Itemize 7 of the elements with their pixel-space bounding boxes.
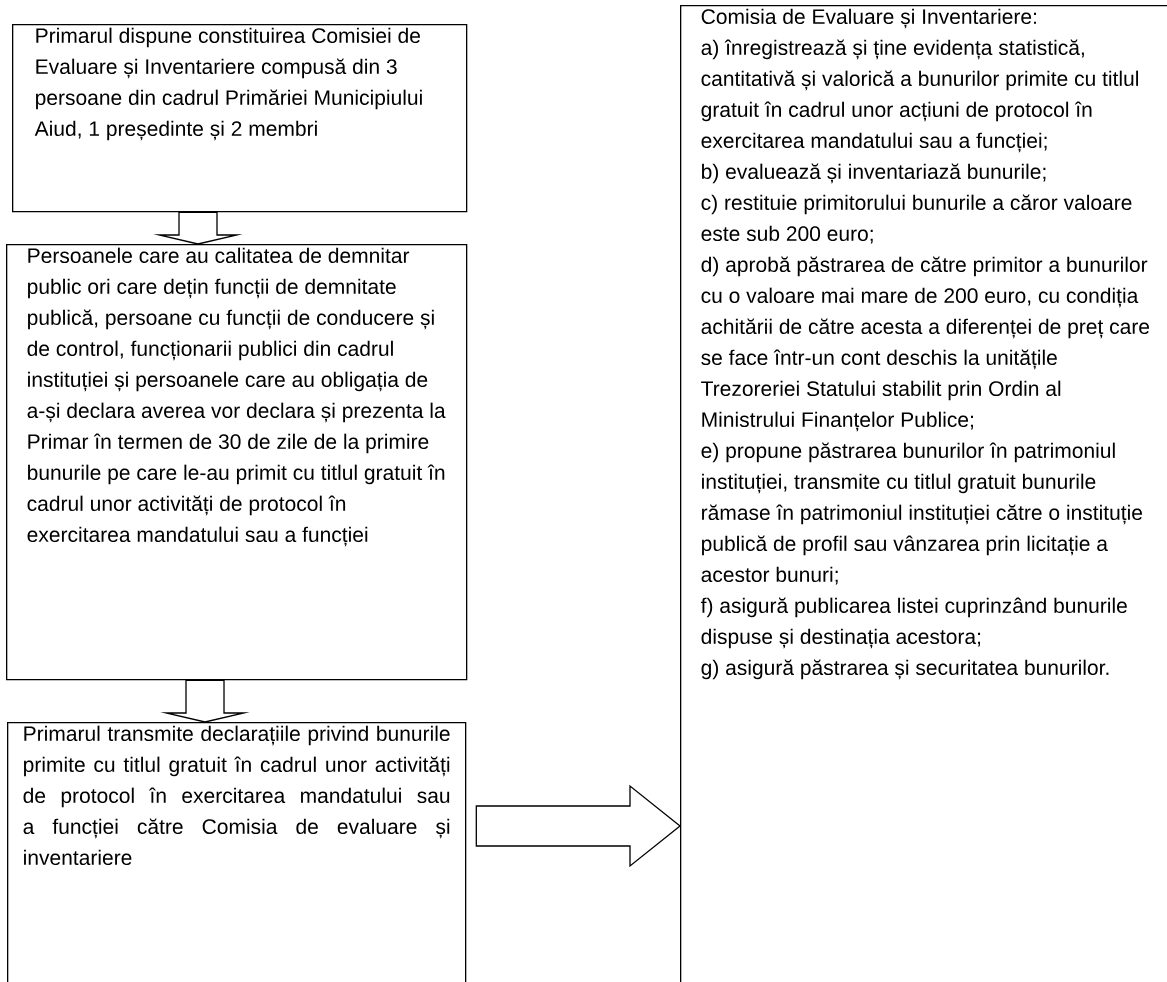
text-box: Persoanele care au calitatea de demnitar public ori care dețin funcții de demnitate publică, persoane cu funcții de conducere și de control, funcționarii publici din cadrul instituției și persoanele care au obligația de a-și declara averea vor declara și prezenta la Primar în termen de 30 de zile de la primire bunurile pe care le-au primit cu titlul gratuit în cadrul unor activități de protocol în exercitarea mandatului sau a funcției bbox=[6, 244, 468, 681]
block-arrow bbox=[160, 679, 250, 723]
text-box: Primarul transmite declarațiile privind bunurile primite cu titlul gratuit în cadrul unor activități de protocol în exercitarea mandatului sau a funcției către Comisia de evaluare și inventariere bbox=[7, 722, 467, 982]
text-box: Primarul dispune constituirea Comisiei de Evaluare și Inventariere compusă din 3 persoane din cadrul Primăriei Municipiului Aiud, 1 președinte și 2 membri bbox=[12, 24, 468, 213]
block-arrow bbox=[153, 211, 243, 245]
text-box: Comisia de Evaluare și Inventariere: a) înregistrează și ține evidența statistică, cantitativă și valorică a bunurilor primite cu titlul gratuit în cadrul unor acțiuni de protocol în exercitarea mandatului sau a funcției; b) evaluează și inventariază bunurile; c) restituie primitorului bunurile a căror valoare este sub 200 euro; d) aprobă păstrarea de către primitor a bunurilor cu o valoare mai mare de 200 euro, cu condiția achitării de către acesta a diferenței de preț care se face într-un cont deschis la unitățile Trezoreriei Statului stabilit prin Ordin al Ministrului Finanțelor Publice; e) propune păstrarea bunurilor în patrimoniul instituției, transmite cu titlul gratuit bunurile rămase în patrimoniul instituției către o instituție publică de profil sau vânzarea prin licitație a acestor bunuri; f) asigură publicarea listei cuprinzând bunurile dispuse și destinația acestora; g) asigură păstrarea și securitatea bunurilor. bbox=[680, 5, 1167, 982]
block-arrow bbox=[475, 784, 682, 868]
